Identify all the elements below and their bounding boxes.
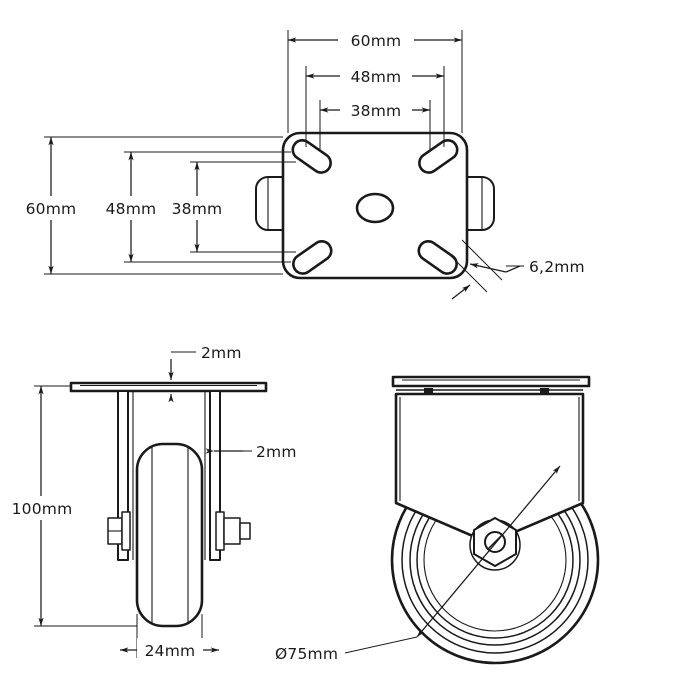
plate-side-tab-right xyxy=(466,176,495,231)
dimension-label-hole-spacing-outer: 48mm xyxy=(351,68,402,86)
dimension-plate-width: 60mm xyxy=(287,28,463,51)
dimension-label-wheel-diameter: Ø75mm xyxy=(275,645,338,663)
top-horizontal-dimensions: 60mm 48mm 38mm xyxy=(287,28,463,150)
dimension-plate-thickness: 2mm xyxy=(168,344,242,403)
dimension-wheel-diameter: Ø75mm xyxy=(275,465,561,663)
top-vertical-dimensions: 60mm 48mm 38mm xyxy=(18,136,296,275)
dimension-hole-depth-outer: 48mm xyxy=(99,151,163,263)
dimension-wheel-width: 24mm xyxy=(119,614,220,662)
front-view: 100mm 24mm 2mm 2mm xyxy=(5,344,297,662)
dimension-hole-spacing-inner: 38mm xyxy=(319,98,431,121)
dimension-label-hole-depth-inner: 38mm xyxy=(172,200,223,218)
bolt-slot-bottom-right xyxy=(417,240,458,275)
dimension-label-hole-spacing-inner: 38mm xyxy=(351,102,402,120)
front-mounting-plate xyxy=(69,381,268,393)
dimension-hole-spacing-outer: 48mm xyxy=(305,64,445,87)
dimension-label-hole-depth-outer: 48mm xyxy=(106,200,157,218)
bolt-slot-bottom-left xyxy=(292,240,333,275)
dimension-hole-depth-inner: 38mm xyxy=(165,161,229,253)
dimension-label-wheel-width: 24mm xyxy=(145,642,196,660)
dimension-label-plate-width: 60mm xyxy=(351,32,402,50)
top-view: 60mm 48mm 38mm xyxy=(18,28,585,300)
front-wheel xyxy=(135,442,204,628)
front-axle-bolt-right xyxy=(215,511,251,551)
dimension-overall-height: 100mm xyxy=(5,385,137,627)
dimension-label-overall-height: 100mm xyxy=(12,500,73,518)
side-mounting-plate xyxy=(391,375,591,393)
front-axle-bolt-left xyxy=(107,511,131,551)
dimension-label-plate-depth: 60mm xyxy=(26,200,77,218)
bolt-slot-top-right xyxy=(418,139,459,174)
center-hole xyxy=(355,192,395,224)
dimension-label-slot-width: 6,2mm xyxy=(529,258,585,276)
dimension-label-fork-thickness: 2mm xyxy=(256,443,297,461)
dimension-fork-thickness: 2mm xyxy=(205,443,297,461)
side-view: Ø75mm xyxy=(275,375,600,665)
dimension-label-plate-thickness: 2mm xyxy=(201,344,242,362)
plate-side-tab-left xyxy=(255,176,284,231)
dimension-slot-width: 6,2mm xyxy=(446,239,585,300)
dimension-plate-depth: 60mm xyxy=(18,136,84,275)
bolt-slot-top-left xyxy=(291,139,332,174)
